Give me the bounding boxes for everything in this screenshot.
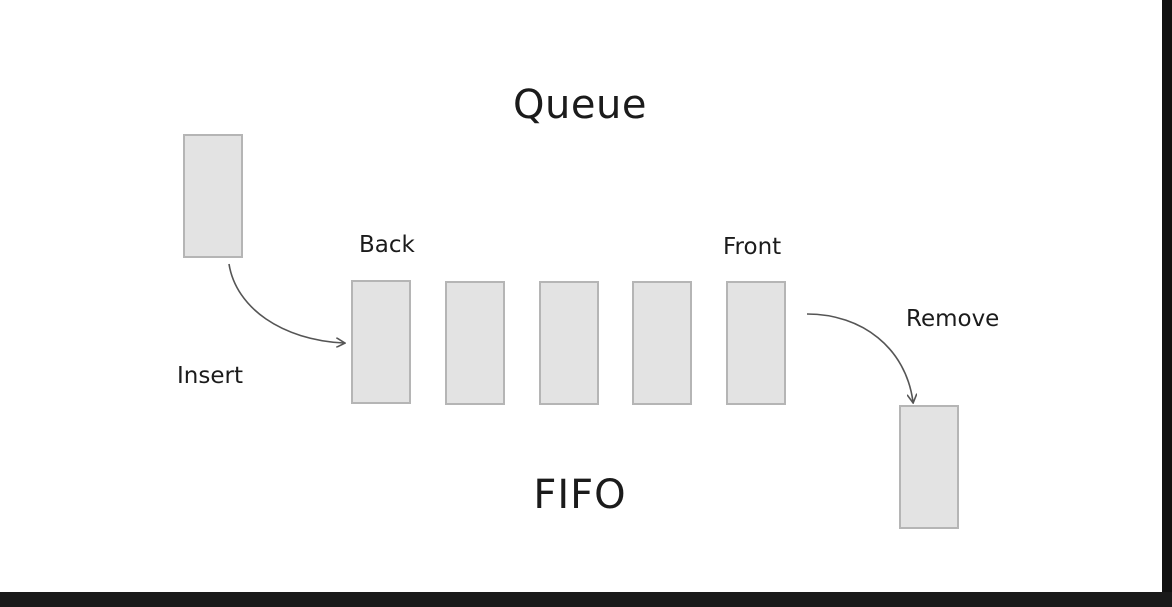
insert-arrow (228, 263, 344, 343)
remove-label: Remove (906, 306, 1000, 332)
front-label: Front (723, 234, 782, 260)
insert-label: Insert (177, 363, 243, 389)
right-edge-strip (1162, 0, 1172, 607)
slide-canvas: Queue Back Front Insert Remove FIFO (0, 0, 1162, 592)
queue-slot (632, 281, 692, 405)
incoming-element-box (183, 134, 243, 258)
diagram-title: Queue (513, 82, 647, 128)
fifo-caption: FIFO (533, 472, 627, 518)
remove-arrow (806, 313, 913, 402)
queue-slot (539, 281, 599, 405)
queue-slot-front (726, 281, 786, 405)
removed-element-box (899, 405, 959, 529)
arrows-layer (228, 263, 1162, 592)
queue-slot-back (351, 280, 411, 404)
bottom-edge-strip (0, 592, 1172, 607)
back-label: Back (359, 232, 415, 258)
queue-slot (445, 281, 505, 405)
